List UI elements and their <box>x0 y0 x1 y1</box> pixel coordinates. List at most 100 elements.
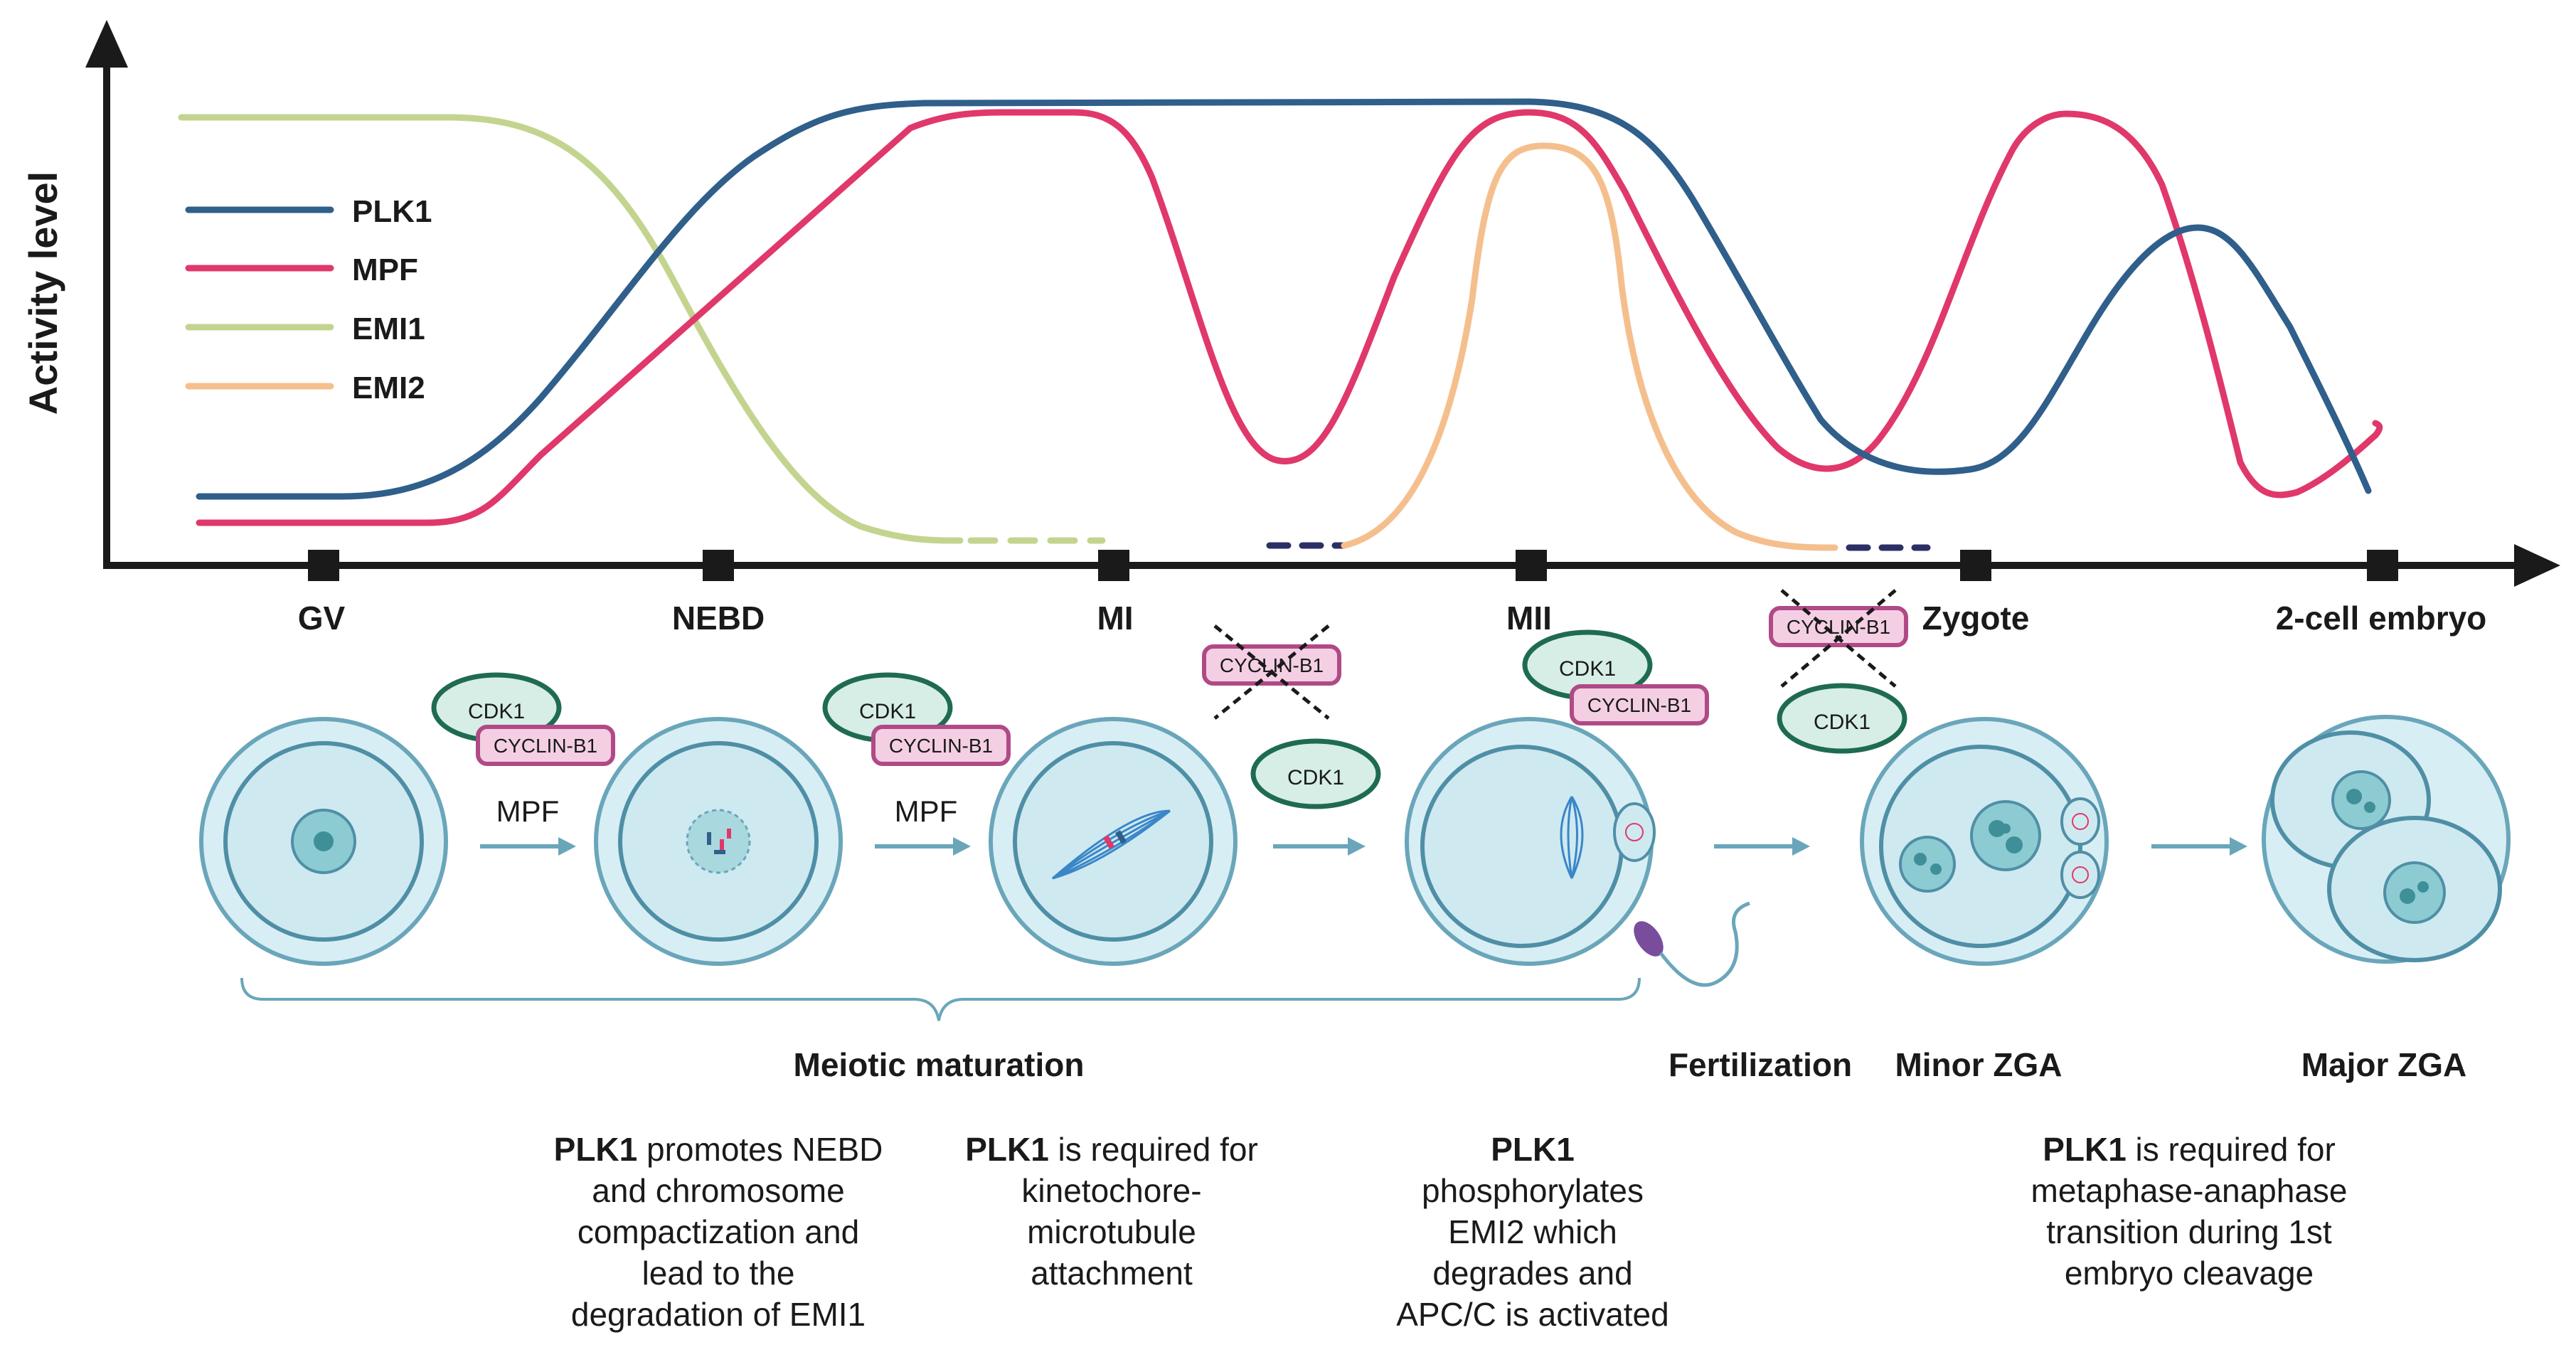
cdk1-label: CDK1 <box>1814 711 1870 734</box>
plk1-curve <box>196 98 2372 500</box>
sperm-tail <box>1659 901 1750 987</box>
arrow-head <box>953 837 971 856</box>
degraded-complex-zygote: CYCLIN-B1 CDK1 <box>1769 589 1908 754</box>
tick-2cell <box>2367 550 2398 581</box>
male-pronucleus <box>1899 836 1956 893</box>
note-line: metaphase-anaphase <box>2031 1172 2348 1209</box>
nucleus <box>2383 861 2446 924</box>
minor-zga-label: Minor ZGA <box>1895 1046 2062 1083</box>
cyclin-b1-badge <box>871 725 1011 766</box>
tick-mi <box>1098 550 1129 581</box>
arrow-head <box>1792 837 1810 856</box>
cdk1-label: CDK1 <box>468 700 525 723</box>
nucleus <box>2331 770 2391 830</box>
arrow-head <box>1348 837 1366 856</box>
cyclin-b1-badge <box>476 725 615 766</box>
legend-label-emi2: EMI2 <box>352 371 425 405</box>
note-line: transition during 1st <box>2046 1213 2332 1250</box>
cyclin-b1-label: CYCLIN-B1 <box>494 735 597 757</box>
meiotic-maturation-label: Meiotic maturation <box>794 1046 1085 1083</box>
nucleolus <box>1989 820 2006 837</box>
note-line: PLK1 promotes NEBD <box>554 1131 883 1168</box>
mpf-label: MPF <box>895 794 958 828</box>
note-text: promotes NEBD <box>637 1131 883 1168</box>
stage-label-nebd: NEBD <box>672 600 765 637</box>
nucleolus <box>2400 888 2415 904</box>
stage-label-zygote: Zygote <box>1922 600 2030 637</box>
note-line: degrades and <box>1432 1255 1632 1292</box>
cyclin-b1-label: CYCLIN-B1 <box>1587 694 1691 716</box>
cdk1-label: CDK1 <box>859 700 916 723</box>
nucleolus <box>1930 863 1942 875</box>
legend-label-mpf: MPF <box>352 252 418 287</box>
chromosome <box>727 829 731 839</box>
chromosome <box>1115 830 1127 844</box>
polar-body-chromatin <box>2072 866 2089 883</box>
meiotic-spindle <box>1052 809 1171 880</box>
stage-label-mi: MI <box>1097 600 1133 637</box>
phase-labels: Meiotic maturation Fertilization Minor Z… <box>794 1046 2467 1083</box>
y-axis-label: Activity level <box>21 171 65 415</box>
note-line: microtubule <box>1027 1213 1196 1250</box>
sperm-head <box>1634 921 1664 957</box>
note-mii: PLK1 phosphorylates EMI2 which degrades … <box>1396 1131 1668 1333</box>
breaking-nucleus <box>686 809 751 874</box>
activity-curves <box>178 98 2383 551</box>
oocyte-membrane <box>1420 745 1624 948</box>
cyclin-b1-badge <box>1769 606 1908 647</box>
note-cleavage: PLK1 is required for metaphase-anaphase … <box>2031 1131 2348 1292</box>
nebd-oocyte <box>594 717 843 966</box>
note-text: is required for <box>1049 1131 1258 1168</box>
mi-oocyte <box>989 717 1238 966</box>
tick-gv <box>308 550 339 581</box>
legend-label-plk1: PLK1 <box>352 194 432 229</box>
arrow-head <box>558 837 576 856</box>
arrow-head <box>2230 837 2247 856</box>
nucleolus <box>2364 802 2375 813</box>
cross-out-mark <box>1780 589 1897 688</box>
female-pronucleus <box>1970 800 2041 871</box>
nucleolus <box>2417 881 2429 893</box>
note-bold: PLK1 <box>1491 1131 1575 1168</box>
nucleolus <box>2001 824 2011 834</box>
mpf-complex-1: CDK1 CYCLIN-B1 MPF <box>431 672 615 828</box>
cyclin-b1-badge <box>1570 684 1709 725</box>
x-axis-arrowhead <box>2514 544 2560 587</box>
chromosome <box>1103 835 1114 849</box>
cdk1-badge <box>1250 738 1381 809</box>
tick-nebd <box>703 550 734 581</box>
nucleolus <box>1914 853 1927 866</box>
stage-label-2cell: 2-cell embryo <box>2276 600 2487 637</box>
meiotic-spindle <box>1560 796 1584 879</box>
nucleolus <box>314 831 334 851</box>
mii-oocyte <box>1405 717 1750 987</box>
note-bold: PLK1 <box>554 1131 638 1168</box>
chromosome <box>720 839 724 851</box>
stage-label-mii: MII <box>1506 600 1552 637</box>
emi1-curve <box>178 114 964 544</box>
cdk1-badge <box>1777 683 1907 754</box>
cyclin-b1-badge <box>1202 644 1341 686</box>
cdk1-label: CDK1 <box>1559 657 1616 681</box>
note-line: embryo cleavage <box>2065 1255 2314 1292</box>
nucleolus <box>2006 836 2023 853</box>
major-zga-label: Major ZGA <box>2301 1046 2467 1083</box>
polar-body <box>2060 797 2100 846</box>
mpf-complex-2: CDK1 CYCLIN-B1 MPF <box>822 672 1011 828</box>
cyclin-b1-label: CYCLIN-B1 <box>1787 616 1890 638</box>
cyclin-b1-label: CYCLIN-B1 <box>889 735 993 757</box>
mpf-curve <box>196 109 2383 526</box>
note-line: attachment <box>1031 1255 1193 1292</box>
note-bold: PLK1 <box>2043 1131 2127 1168</box>
stage-labels: GV NEBD MI MII Zygote 2-cell embryo <box>298 600 2487 637</box>
polar-body-chromatin <box>1625 823 1644 841</box>
note-nebd: PLK1 promotes NEBD and chromosome compac… <box>554 1131 883 1333</box>
polar-body-chromatin <box>2072 813 2089 830</box>
zygote <box>1860 717 2109 966</box>
two-cell-embryo <box>2262 715 2511 964</box>
stage-ticks <box>308 550 2398 581</box>
note-line: compactization and <box>578 1213 859 1250</box>
note-text: is required for <box>2127 1131 2336 1168</box>
nucleolus <box>2346 789 2362 804</box>
